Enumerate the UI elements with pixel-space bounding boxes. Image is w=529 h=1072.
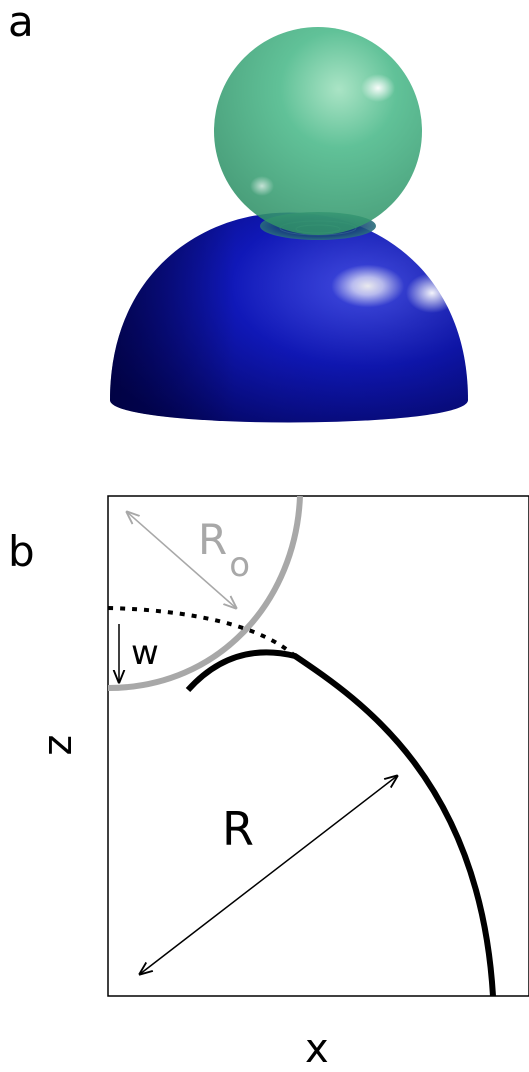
panel-b-label: b	[8, 527, 35, 576]
z-axis-label: z	[39, 735, 85, 756]
radius-label: R	[222, 802, 254, 856]
probe-radius-label: Ro	[198, 515, 250, 585]
x-axis-label: x	[305, 1026, 329, 1072]
substrate-highlight	[406, 273, 458, 313]
probe-radius-arrow	[127, 512, 236, 608]
probe-highlight-top	[361, 74, 395, 102]
radius-arrow	[140, 776, 397, 974]
panel-b-plot: Ro w R	[107, 495, 529, 997]
substrate-shading	[110, 212, 468, 423]
indentation-label: w	[131, 633, 159, 673]
probe-sphere	[214, 27, 422, 235]
probe-outline	[108, 496, 303, 691]
plot-frame	[107, 495, 529, 997]
probe-radius-subscript: o	[229, 545, 250, 585]
probe-radius-symbol: R	[198, 515, 227, 564]
deformed-profile	[185, 649, 496, 996]
panel-a-label: a	[8, 0, 34, 46]
probe-highlight-bottom	[250, 176, 274, 196]
panel-a-rendering	[110, 27, 468, 423]
undeformed-profile	[108, 606, 297, 658]
